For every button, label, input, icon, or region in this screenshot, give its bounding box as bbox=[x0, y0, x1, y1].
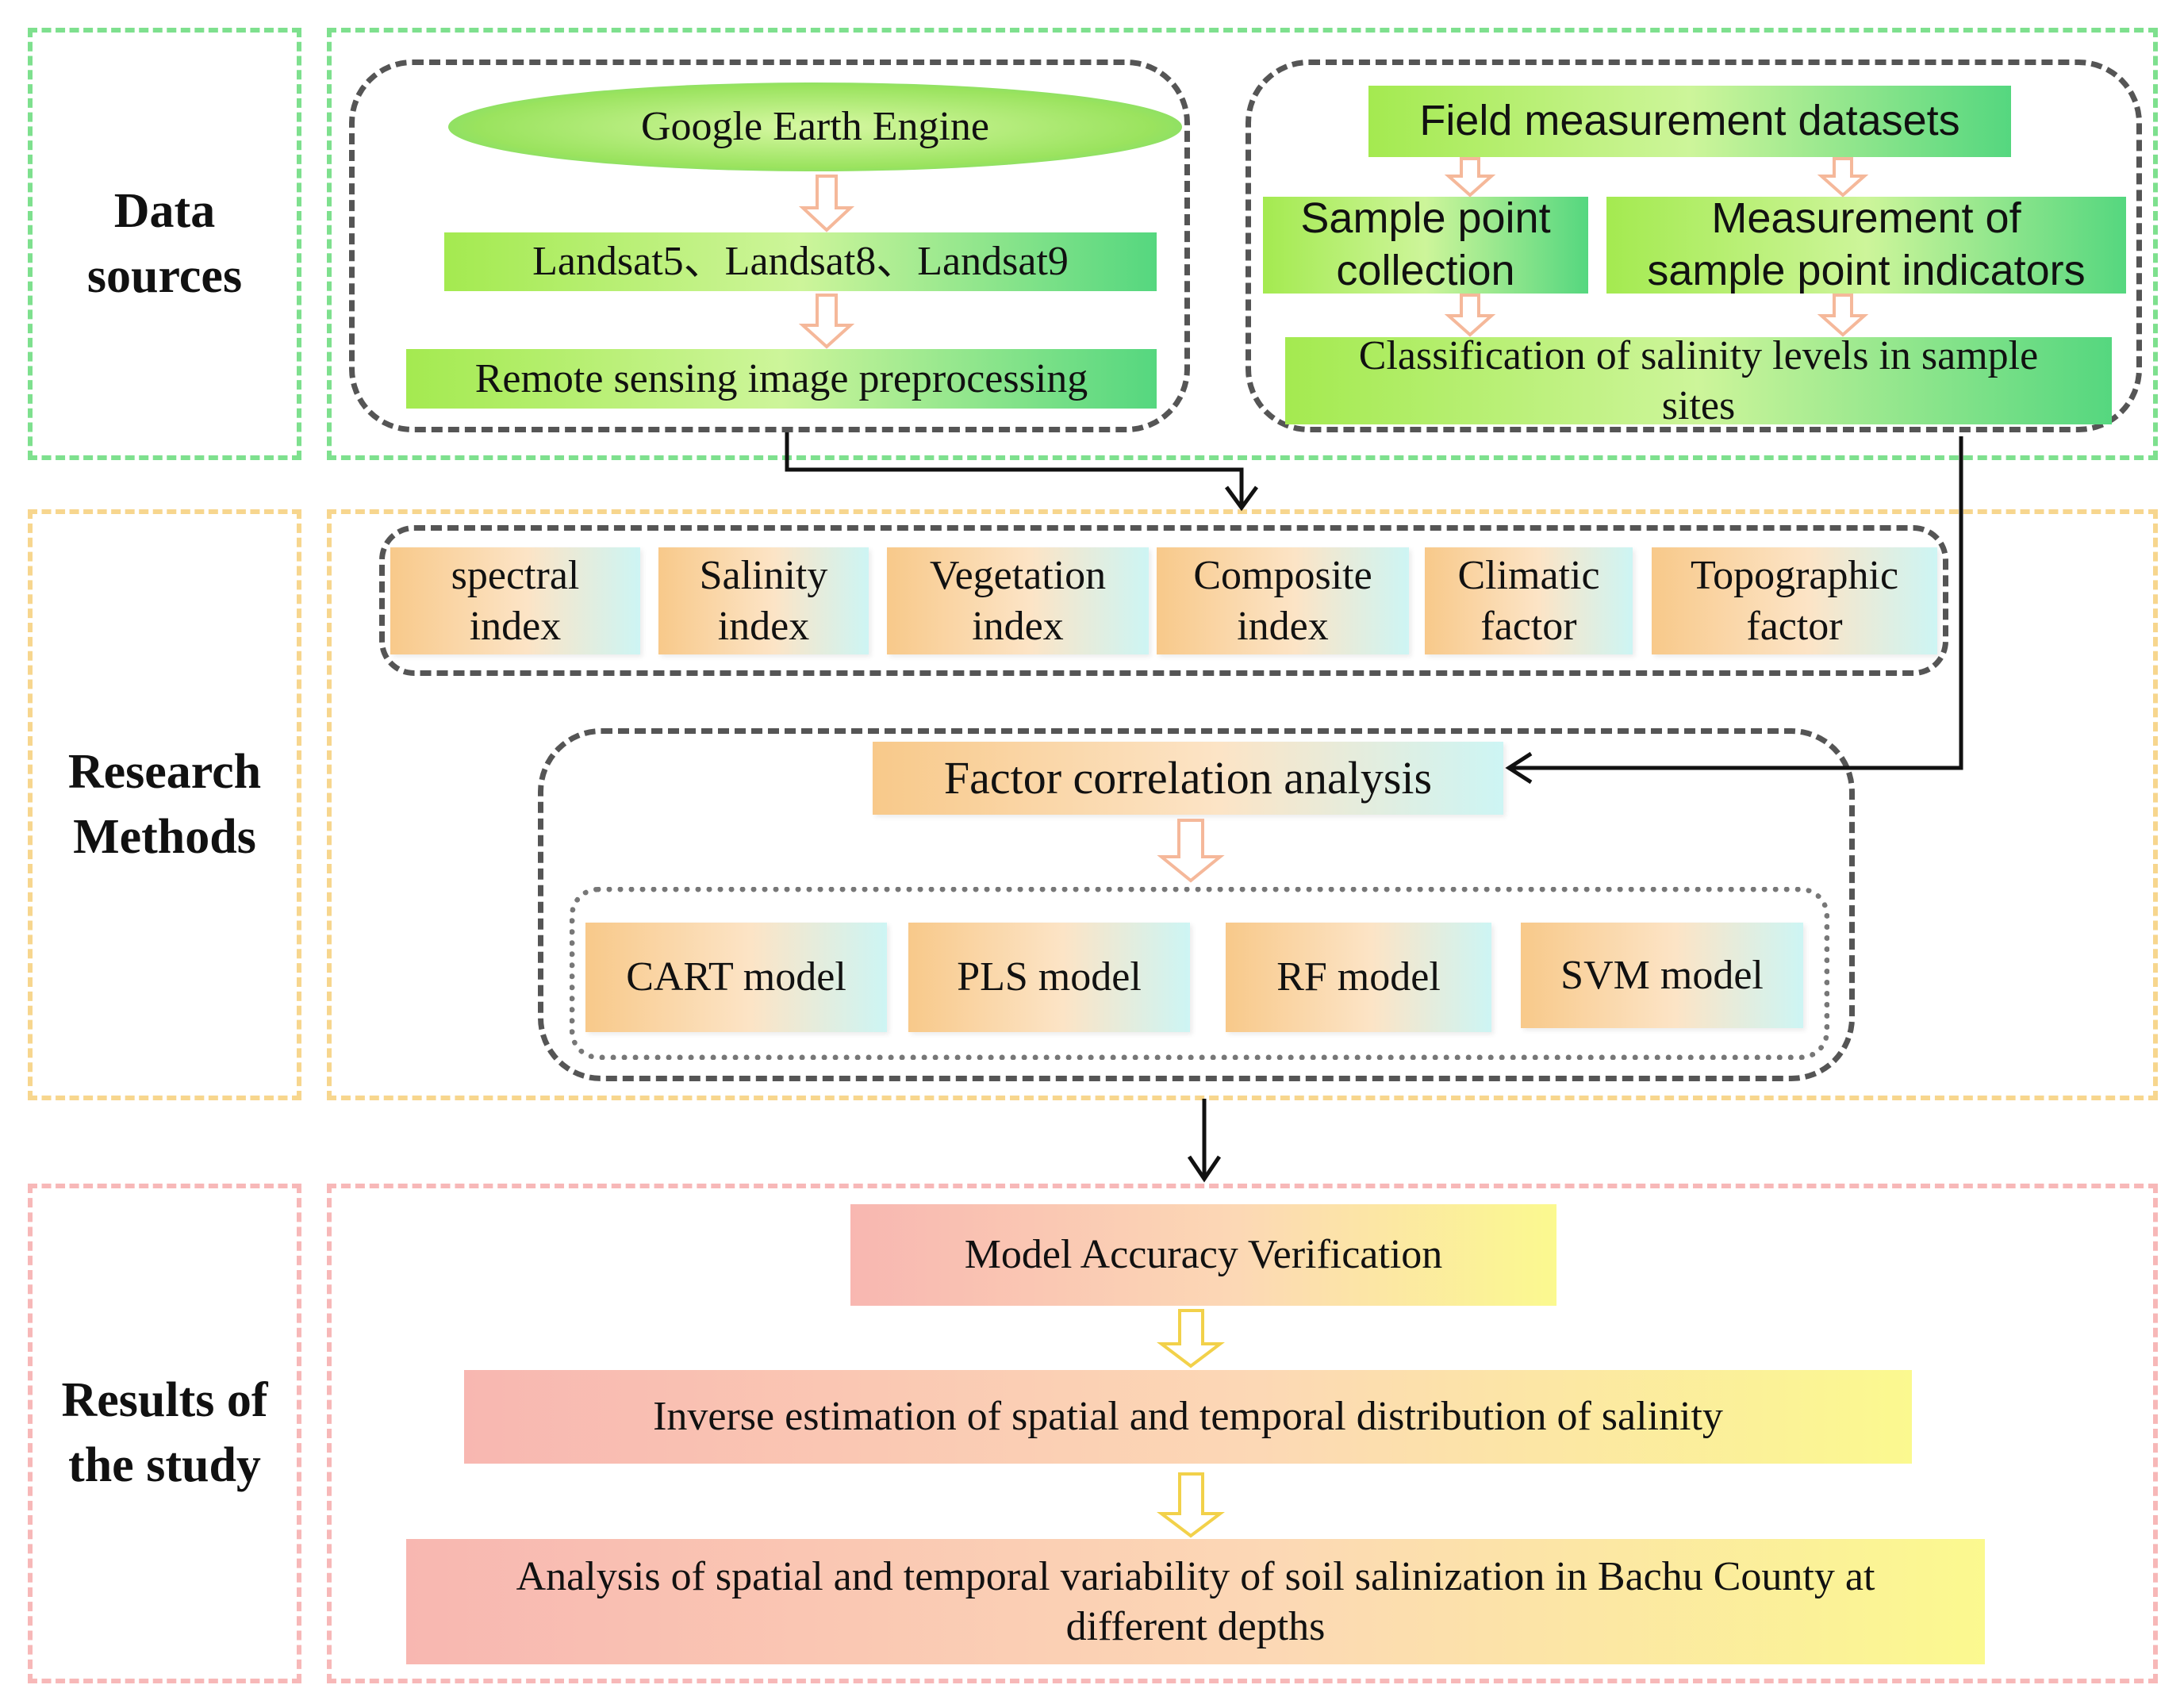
inverse-estimation-label: Inverse estimation of spatial and tempor… bbox=[653, 1394, 1723, 1440]
factor-label: spectral index bbox=[451, 553, 580, 649]
landsat-label: Landsat5、Landsat8、Landsat9 bbox=[532, 239, 1069, 285]
arrowhead-factors bbox=[1224, 485, 1259, 512]
model-rf: RF model bbox=[1226, 923, 1491, 1032]
results-label-text: Results of the study bbox=[61, 1373, 268, 1492]
connector-classification-to-correlation bbox=[1510, 436, 1963, 770]
data-sources-label: Data sources bbox=[28, 28, 301, 460]
model-label: RF model bbox=[1276, 954, 1441, 1000]
factor-group bbox=[379, 525, 1948, 676]
remote-sensing-group bbox=[349, 59, 1190, 432]
hollow-arrow-gee-landsat bbox=[798, 175, 855, 232]
field-datasets-label: Field measurement datasets bbox=[1419, 97, 1960, 145]
model-pls: PLS model bbox=[908, 923, 1190, 1032]
hollow-arrow-verification-inverse bbox=[1157, 1309, 1225, 1368]
verification-label: Model Accuracy Verification bbox=[964, 1232, 1443, 1278]
research-methods-label-frame bbox=[28, 509, 301, 1100]
landsat-node: Landsat5、Landsat8、Landsat9 bbox=[444, 232, 1157, 291]
model-svm: SVM model bbox=[1521, 923, 1803, 1028]
model-label: CART model bbox=[626, 954, 846, 1000]
measurement-label: Measurement of sample point indicators bbox=[1647, 194, 2086, 294]
factor-climatic-factor: Climatic factor bbox=[1425, 547, 1633, 654]
model-cart: CART model bbox=[585, 923, 887, 1032]
data-sources-content-frame bbox=[327, 28, 2158, 460]
data-sources-label-frame bbox=[28, 28, 301, 460]
results-label-frame bbox=[28, 1184, 301, 1683]
factor-topographic-factor: Topographic factor bbox=[1652, 547, 1937, 654]
factor-composite-index: Composite index bbox=[1157, 547, 1409, 654]
results-content-frame bbox=[327, 1184, 2158, 1683]
factor-label: Climatic factor bbox=[1457, 553, 1600, 649]
hollow-arrow-field-sample bbox=[1444, 157, 1496, 198]
factor-label: Topographic factor bbox=[1690, 553, 1899, 649]
arrowhead-results bbox=[1187, 1155, 1222, 1183]
connector-preprocessing-to-factors bbox=[785, 432, 1244, 506]
factor-salinity-index: Salinity index bbox=[658, 547, 869, 654]
field-datasets-node: Field measurement datasets bbox=[1368, 86, 2011, 157]
gee-node: Google Earth Engine bbox=[448, 83, 1182, 171]
correlation-label: Factor correlation analysis bbox=[943, 751, 1433, 804]
field-data-group bbox=[1246, 59, 2142, 432]
gee-label: Google Earth Engine bbox=[641, 104, 989, 150]
sample-collection-label: Sample point collection bbox=[1300, 194, 1551, 294]
model-label: SVM model bbox=[1560, 952, 1764, 998]
sample-collection-node: Sample point collection bbox=[1263, 194, 1588, 294]
factor-label: Composite index bbox=[1193, 553, 1372, 649]
hollow-arrow-correlation-models bbox=[1157, 819, 1225, 883]
hollow-arrow-inverse-analysis bbox=[1157, 1472, 1225, 1538]
preprocessing-label: Remote sensing image preprocessing bbox=[474, 355, 1088, 401]
classification-label: Classification of salinity levels in sam… bbox=[1358, 332, 2039, 428]
inverse-estimation-node: Inverse estimation of spatial and tempor… bbox=[464, 1370, 1912, 1464]
verification-node: Model Accuracy Verification bbox=[850, 1204, 1556, 1306]
research-methods-label-text: Research Methods bbox=[67, 744, 262, 864]
factor-label: Salinity index bbox=[699, 553, 828, 649]
analysis-group bbox=[538, 728, 1855, 1081]
hollow-arrow-field-measurement bbox=[1817, 157, 1869, 198]
preprocessing-node: Remote sensing image preprocessing bbox=[406, 349, 1157, 409]
factor-spectral-index: spectral index bbox=[390, 547, 640, 654]
arrowhead-correlation bbox=[1505, 751, 1533, 785]
variability-analysis-node: Analysis of spatial and temporal variabi… bbox=[406, 1539, 1985, 1664]
variability-analysis-label: Analysis of spatial and temporal variabi… bbox=[516, 1553, 1875, 1649]
hollow-arrow-sample-classification bbox=[1444, 294, 1496, 337]
hollow-arrow-landsat-preprocessing bbox=[798, 294, 855, 349]
model-group bbox=[570, 887, 1829, 1060]
measurement-node: Measurement of sample point indicators bbox=[1606, 194, 2126, 294]
research-methods-label: Research Methods bbox=[28, 509, 301, 1100]
research-methods-content-frame bbox=[327, 509, 2158, 1100]
factor-label: Vegetation index bbox=[929, 553, 1107, 649]
factor-vegetation-index: Vegetation index bbox=[887, 547, 1149, 654]
correlation-node: Factor correlation analysis bbox=[873, 742, 1503, 815]
data-sources-label-text: Data sources bbox=[86, 183, 243, 303]
model-label: PLS model bbox=[957, 954, 1142, 1000]
results-label: Results of the study bbox=[28, 1184, 301, 1683]
hollow-arrow-measurement-classification bbox=[1817, 294, 1869, 337]
classification-node: Classification of salinity levels in sam… bbox=[1285, 333, 2112, 428]
